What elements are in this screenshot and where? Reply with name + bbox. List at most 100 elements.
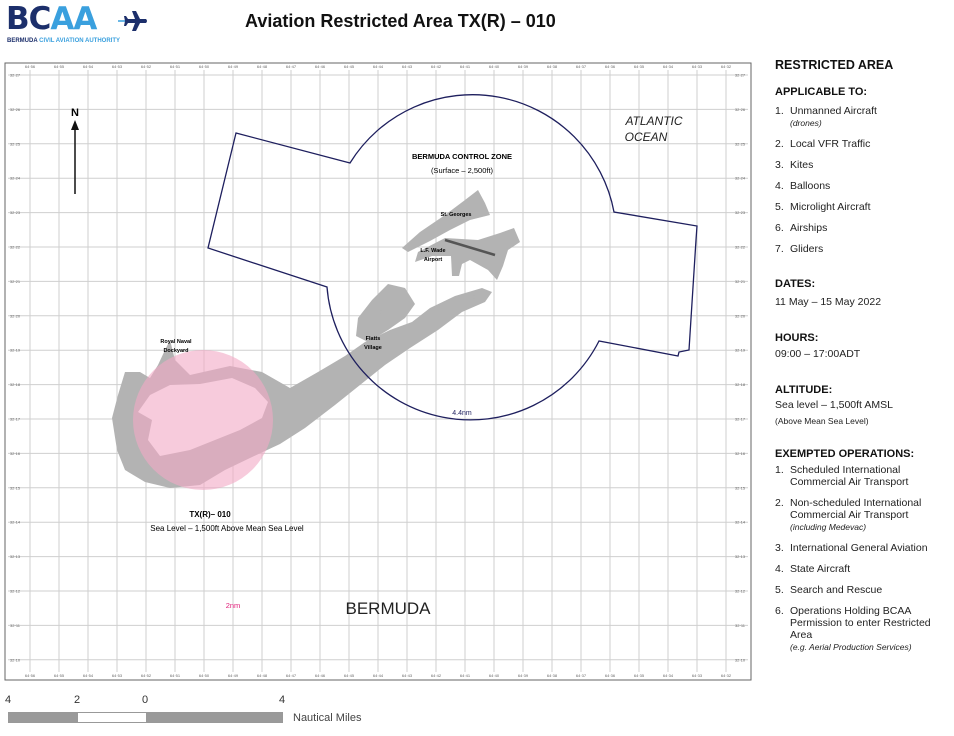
item-body: Operations Holding BCAA Permission to en… <box>790 605 953 653</box>
latitude-label: 32·23 <box>10 210 21 215</box>
latitude-label: 32·13 <box>735 554 746 559</box>
logo-text-dark: BC <box>6 1 51 37</box>
longitude-label: 64·33 <box>692 673 703 678</box>
latitude-label: 32·15 <box>735 485 746 490</box>
ocean-label: OCEAN <box>625 130 668 144</box>
latitude-label: 32·21 <box>10 279 21 284</box>
longitude-label: 64·52 <box>141 64 152 69</box>
item-number: 4. <box>775 563 784 575</box>
item-body: Balloons <box>790 180 830 192</box>
list-item: 1.Scheduled International Commercial Air… <box>775 464 953 488</box>
latitude-label: 32·10 <box>10 657 21 662</box>
longitude-label: 64·55 <box>54 64 65 69</box>
longitude-label: 64·42 <box>431 64 442 69</box>
longitude-label: 64·42 <box>431 673 442 678</box>
restricted-area-description: Sea Level – 1,500ft Above Mean Sea Level <box>150 524 304 533</box>
exempted-list: 1.Scheduled International Commercial Air… <box>775 464 953 662</box>
item-number: 5. <box>775 201 784 213</box>
scale-bar <box>8 712 283 723</box>
latitude-label: 32·20 <box>10 313 21 318</box>
item-text: State Aircraft <box>790 563 851 575</box>
item-number: 2. <box>775 497 784 509</box>
latitude-label: 32·19 <box>10 348 21 353</box>
north-arrow-head-icon <box>71 120 79 130</box>
latitude-label: 32·14 <box>10 520 21 525</box>
item-number: 1. <box>775 464 784 476</box>
longitude-label: 64·36 <box>605 64 616 69</box>
longitude-label: 64·55 <box>54 673 65 678</box>
list-item: 6. Operations Holding BCAA Permission to … <box>775 605 953 653</box>
place-airport: Airport <box>424 257 443 263</box>
list-item: 6.Airships <box>775 222 950 234</box>
st-georges-island <box>402 190 490 252</box>
item-text: Local VFR Traffic <box>790 138 871 150</box>
item-text: Non-scheduled International Commercial A… <box>790 497 922 521</box>
longitude-label: 64·36 <box>605 673 616 678</box>
longitude-label: 64·41 <box>460 673 471 678</box>
island-name-label: BERMUDA <box>345 599 431 618</box>
applicable-list: 1. Unmanned Aircraft(drones) 2. Local VFR T… <box>775 105 950 264</box>
ocean-label: ATLANTIC <box>624 114 682 128</box>
islet <box>472 295 476 299</box>
logo-text-blue: AA <box>50 1 97 37</box>
central-island <box>356 284 415 342</box>
item-text: Balloons <box>790 180 831 192</box>
latitude-label: 32·21 <box>735 279 746 284</box>
logo-subtitle: BERMUDA CIVIL AVIATION AUTHORITY <box>7 38 120 45</box>
longitude-label: 64·41 <box>460 64 471 69</box>
map-frame <box>4 62 752 681</box>
item-body: Unmanned Aircraft(drones) <box>790 105 877 129</box>
longitude-label: 64·33 <box>692 64 703 69</box>
scale-label: 2 <box>74 694 81 706</box>
item-text: Search and Rescue <box>790 584 883 596</box>
coordinate-grid: 64·5664·5664·5564·5564·5464·5464·5364·53… <box>8 64 748 678</box>
place-dockyard: Dockyard <box>163 348 188 354</box>
item-number: 6. <box>775 605 784 617</box>
runway <box>444 238 496 257</box>
place-st-georges: St. Georges <box>441 212 472 218</box>
longitude-label: 64·32 <box>721 64 732 69</box>
longitude-label: 64·40 <box>489 673 500 678</box>
item-body: Airships <box>790 222 827 234</box>
latitude-label: 32·11 <box>735 623 746 628</box>
longitude-label: 64·47 <box>286 673 297 678</box>
list-item: 4. State Aircraft <box>775 563 953 575</box>
north-label: N <box>71 107 79 119</box>
longitude-label: 64·39 <box>518 673 529 678</box>
latitude-label: 32·17 <box>735 417 746 422</box>
item-number: 2. <box>775 138 784 150</box>
page-title: Aviation Restricted Area TX(R) – 010 <box>245 11 556 31</box>
place-airport: L.F. Wade <box>420 248 445 254</box>
longitude-label: 64·50 <box>199 673 210 678</box>
longitude-label: 64·38 <box>547 64 558 69</box>
item-text: Unmanned Aircraft <box>790 105 877 117</box>
restricted-area-circle <box>133 350 273 490</box>
latitude-label: 32·18 <box>10 382 21 387</box>
exempted-heading: EXEMPTED OPERATIONS: <box>775 448 915 460</box>
longitude-label: 64·51 <box>170 673 181 678</box>
latitude-label: 32·14 <box>735 520 746 525</box>
longitude-label: 64·56 <box>25 673 36 678</box>
longitude-label: 64·34 <box>663 64 674 69</box>
north-arrow: N <box>71 107 79 194</box>
item-number: 1. <box>775 105 784 117</box>
list-item: 5.Microlight Aircraft <box>775 201 950 213</box>
longitude-label: 64·40 <box>489 64 500 69</box>
latitude-label: 32·10 <box>735 657 746 662</box>
item-note: (drones) <box>790 118 822 128</box>
item-text: Kites <box>790 159 814 171</box>
restricted-area-radius-label: 2nm <box>226 601 241 610</box>
longitude-label: 64·53 <box>112 64 123 69</box>
longitude-label: 64·49 <box>228 673 239 678</box>
longitude-label: 64·43 <box>402 64 413 69</box>
restricted-area-name: TX(R)– 010 <box>189 510 231 519</box>
altitude-value: Sea level – 1,500ft AMSL <box>775 399 893 411</box>
item-note: (including Medevac) <box>790 522 867 532</box>
altitude-note: (Above Mean Sea Level) <box>775 416 869 426</box>
scale-label: 4 <box>5 694 12 706</box>
hours-value: 09:00 – 17:00ADT <box>775 348 861 360</box>
latitude-label: 32·22 <box>10 245 21 250</box>
latitude-label: 32·16 <box>735 451 746 456</box>
airplane-icon <box>118 11 147 31</box>
altitude-heading: ALTITUDE: <box>775 384 833 396</box>
